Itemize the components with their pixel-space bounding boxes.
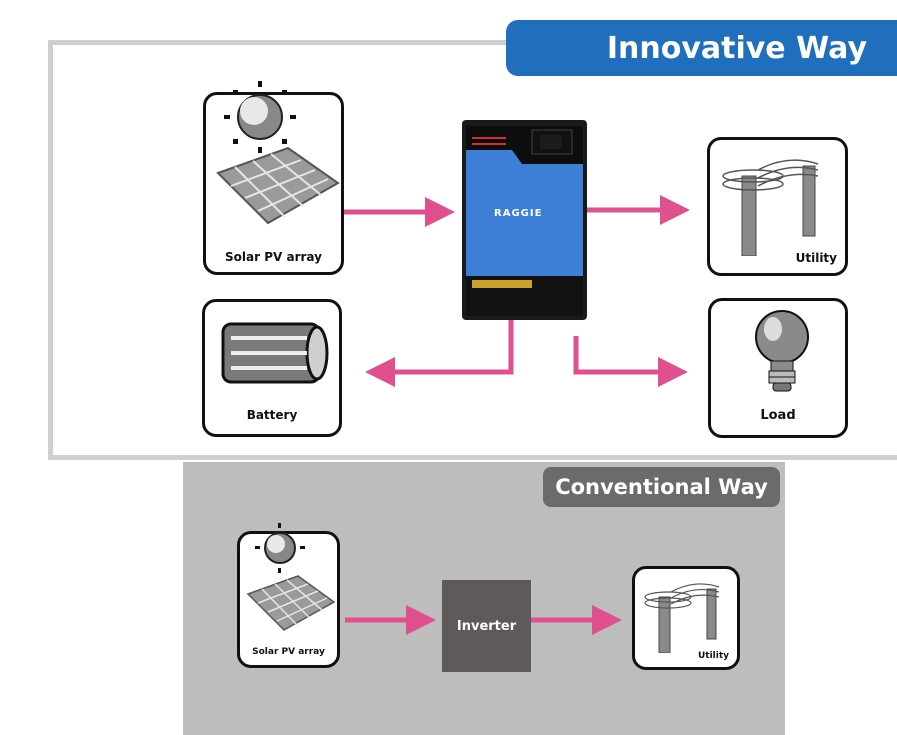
solar-pv-array-label: Solar PV array bbox=[225, 250, 322, 264]
utility-label: Utility bbox=[795, 251, 837, 265]
inverter-box: Inverter bbox=[442, 580, 531, 672]
solar-pv-array-box: Solar PV array bbox=[203, 81, 344, 275]
load-label: Load bbox=[760, 408, 796, 423]
solar-panel-icon bbox=[216, 146, 340, 225]
load-box: Load bbox=[708, 298, 848, 438]
arrow-device-to-load bbox=[573, 336, 688, 387]
battery-label: Battery bbox=[246, 408, 298, 422]
battery-icon bbox=[221, 322, 329, 384]
conventional-solar-pv-array-label: Solar PV array bbox=[252, 647, 325, 657]
battery-box: Battery bbox=[202, 299, 342, 437]
device-brand-label: RAGGIE bbox=[494, 208, 543, 219]
lightbulb-icon bbox=[755, 310, 809, 392]
arrow-device-to-battery bbox=[365, 318, 514, 387]
utility-pole-icon bbox=[722, 159, 819, 256]
conventional-utility-label: Utility bbox=[697, 651, 729, 661]
solar-panel-icon bbox=[246, 575, 336, 631]
sun-icon bbox=[255, 523, 305, 573]
conventional-solar-pv-array-box: Solar PV array bbox=[237, 523, 340, 668]
inverter-device-icon: RAGGIE bbox=[462, 120, 587, 320]
utility-box: Utility bbox=[707, 137, 848, 276]
innovative-way-title: Innovative Way bbox=[506, 20, 897, 76]
conventional-way-title: Conventional Way bbox=[543, 467, 780, 507]
utility-pole-icon bbox=[644, 583, 720, 653]
sun-icon bbox=[224, 81, 296, 153]
conventional-utility-box: Utility bbox=[632, 566, 740, 670]
